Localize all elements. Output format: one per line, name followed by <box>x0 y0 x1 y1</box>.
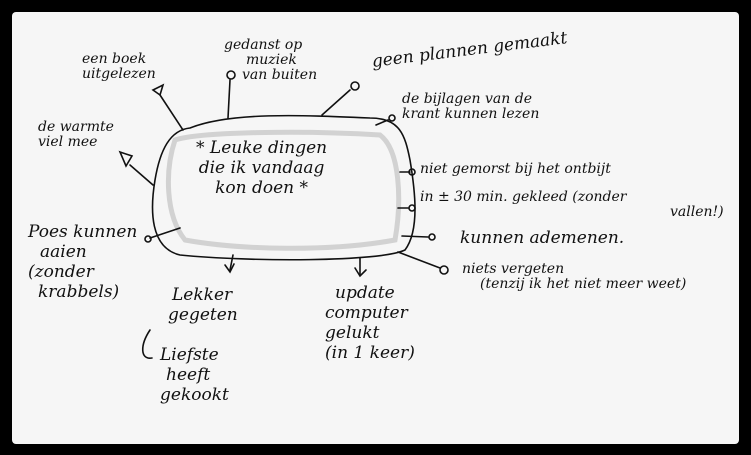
branch-breakfast: niet gemorst bij het ontbijt <box>420 161 611 177</box>
branch-warmth: de warmte viel mee <box>38 119 114 150</box>
branch-ate-well: Lekker gegeten <box>168 285 238 325</box>
central-topic: * Leuke dingen die ik vandaag kon doen * <box>196 138 328 198</box>
paper-sheet <box>12 12 739 444</box>
branch-computer-update: update computer gelukt (in 1 keer) <box>325 283 415 363</box>
branch-danced: gedanst op muziek van buiten <box>224 37 318 83</box>
branch-newspaper: de bijlagen van de krant kunnen lezen <box>402 91 540 122</box>
branch-book-finished: een boek uitgelezen <box>82 51 156 82</box>
branch-dressed: in ± 30 min. gekleed (zonder vallen!) <box>420 189 724 220</box>
branch-forget: niets vergeten (tenzij ik het niet meer … <box>462 261 687 292</box>
branch-partner-cooked: Liefste heeft gekookt <box>160 345 229 405</box>
branch-breathe: kunnen ademenen. <box>460 228 625 248</box>
branch-cat: Poes kunnen aaien (zonder krabbels) <box>28 222 138 302</box>
